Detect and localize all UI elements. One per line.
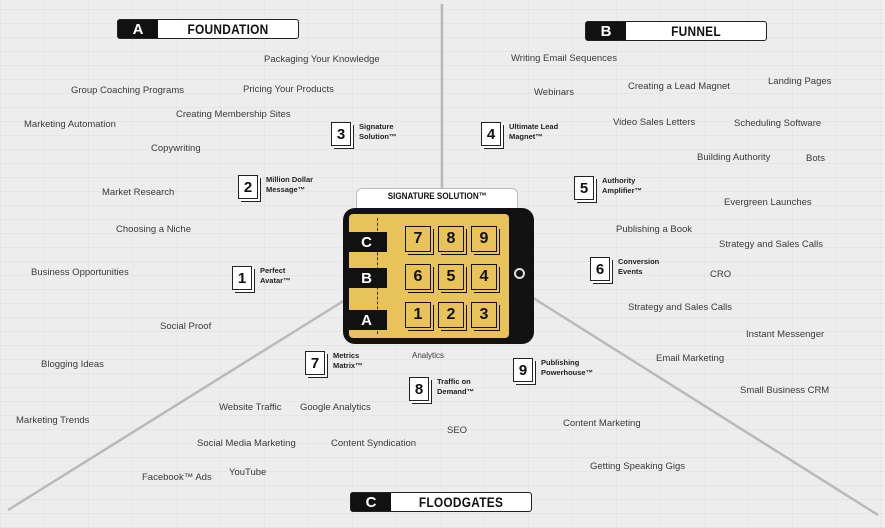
section-title: FOUNDATION (187, 21, 269, 37)
topic-label: Google Analytics (300, 402, 371, 413)
device-title: SIGNATURE SOLUTION™ (387, 191, 487, 202)
step-number-box: 8 (409, 377, 429, 401)
row-label-c: C (346, 232, 387, 252)
key-6: 6 (405, 264, 431, 290)
divider-left (7, 298, 346, 512)
topic-label: Content Marketing (563, 418, 641, 429)
topic-label: Writing Email Sequences (511, 53, 617, 64)
step-label: Signature Solution™ (359, 122, 397, 141)
key-3: 3 (471, 302, 497, 328)
section-letter: C (351, 493, 391, 511)
step-5: 5 Authority Amplifier™ (574, 176, 670, 200)
topic-label: Copywriting (151, 143, 201, 154)
step-4: 4 Ultimate Lead Magnet™ (481, 122, 577, 146)
step-number-box: 3 (331, 122, 351, 146)
section-letter: B (586, 22, 626, 40)
topic-label: Video Sales Letters (613, 117, 696, 128)
topic-label: Group Coaching Programs (71, 85, 184, 96)
topic-label: Marketing Automation (24, 119, 116, 130)
key-2: 2 (438, 302, 464, 328)
step-7: 7 Metrics Matrix™ (305, 351, 401, 375)
topic-label: Business Opportunities (31, 267, 129, 278)
divider-right (529, 294, 879, 517)
step-number-box: 5 (574, 176, 594, 200)
key-4: 4 (471, 264, 497, 290)
row-label-a: A (346, 310, 387, 330)
topic-label: Evergreen Launches (724, 197, 812, 208)
step-label: Authority Amplifier™ (602, 176, 643, 195)
section-title: FLOODGATES (418, 494, 504, 510)
topic-label: Email Marketing (656, 353, 725, 364)
topic-label: Publishing a Book (616, 224, 693, 235)
step-8: 8 Traffic on Demand™ (409, 377, 505, 401)
step-number-box: 4 (481, 122, 501, 146)
topic-label: Small Business CRM (740, 385, 830, 396)
row-label-b: B (346, 268, 387, 288)
topic-label: Website Traffic (219, 402, 282, 413)
topic-label: Landing Pages (768, 76, 832, 87)
key-5: 5 (438, 264, 464, 290)
topic-label: Marketing Trends (16, 415, 90, 426)
step-label: Ultimate Lead Magnet™ (509, 122, 559, 141)
step-number-box: 6 (590, 257, 610, 281)
section-letter: A (118, 20, 158, 38)
topic-label: Blogging Ideas (41, 359, 104, 370)
topic-label: Webinars (534, 87, 574, 98)
topic-label: YouTube (229, 467, 267, 478)
topic-label: Bots (806, 153, 826, 164)
topic-label: Content Syndication (331, 438, 417, 449)
topic-label: SEO (447, 425, 468, 436)
step-label: Metrics Matrix™ (333, 351, 363, 370)
step-number-box: 7 (305, 351, 325, 375)
section-header-foundation: A FOUNDATION (117, 19, 299, 39)
key-1: 1 (405, 302, 431, 328)
topic-label: Getting Speaking Gigs (590, 461, 686, 472)
key-7: 7 (405, 226, 431, 252)
topic-label: Scheduling Software (734, 118, 822, 129)
topic-label: CRO (710, 269, 732, 280)
step-3: 3 Signature Solution™ (331, 122, 427, 146)
key-9: 9 (471, 226, 497, 252)
section-header-funnel: B FUNNEL (585, 21, 767, 41)
step-label: Publishing Powerhouse™ (541, 358, 594, 377)
section-title: FUNNEL (671, 23, 721, 39)
step-label: Million Dollar Message™ (266, 175, 314, 194)
step-2: 2 Million Dollar Message™ (238, 175, 334, 199)
topic-label: Analytics (412, 351, 445, 360)
topic-label: Strategy and Sales Calls (719, 239, 824, 250)
topic-label: Packaging Your Knowledge (264, 54, 380, 65)
topic-label: Facebook™ Ads (142, 472, 212, 483)
topic-label: Creating Membership Sites (176, 109, 291, 120)
topic-label: Instant Messenger (746, 329, 825, 340)
step-label: Traffic on Demand™ (437, 377, 475, 396)
topic-label: Social Proof (160, 321, 212, 332)
step-number-box: 2 (238, 175, 258, 199)
section-header-floodgates: C FLOODGATES (350, 492, 532, 512)
step-number-box: 1 (232, 266, 252, 290)
step-label: Perfect Avatar™ (260, 266, 291, 285)
step-1: 1 Perfect Avatar™ (232, 266, 328, 290)
topic-label: Strategy and Sales Calls (628, 302, 733, 313)
step-6: 6 Conversion Events (590, 257, 686, 281)
key-8: 8 (438, 226, 464, 252)
topic-label: Building Authority (697, 152, 771, 163)
step-9: 9 Publishing Powerhouse™ (513, 358, 609, 382)
signature-solution-device: C B A 7 8 9 6 5 4 1 2 3 (343, 208, 534, 344)
home-button-icon (514, 268, 525, 279)
topic-label: Market Research (102, 187, 175, 198)
step-number-box: 9 (513, 358, 533, 382)
topic-label: Social Media Marketing (197, 438, 296, 449)
topic-label: Creating a Lead Magnet (628, 81, 730, 92)
step-label: Conversion Events (618, 257, 660, 276)
topic-label: Choosing a Niche (116, 224, 191, 235)
device-screen: C B A 7 8 9 6 5 4 1 2 3 (346, 214, 509, 338)
topic-label: Pricing Your Products (243, 84, 334, 95)
